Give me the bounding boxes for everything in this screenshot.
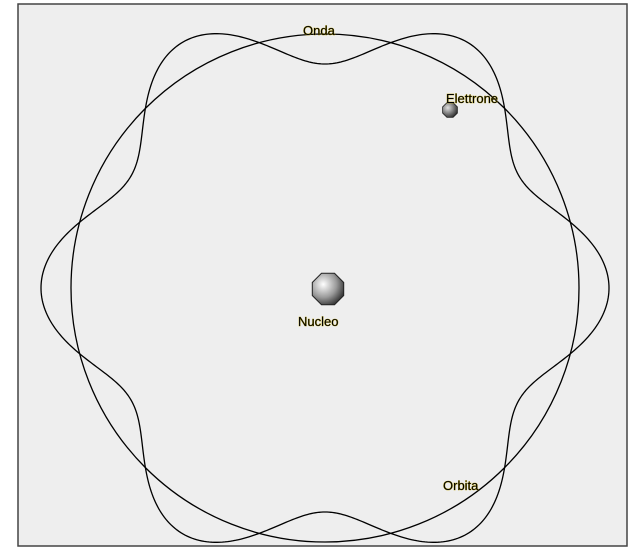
electron-label: Elettrone bbox=[446, 91, 498, 106]
wave-label: Onda bbox=[303, 23, 336, 38]
orbit-label: Orbita bbox=[443, 478, 479, 493]
nucleus-label: Nucleo bbox=[298, 314, 338, 329]
nucleus-shape bbox=[312, 273, 343, 304]
